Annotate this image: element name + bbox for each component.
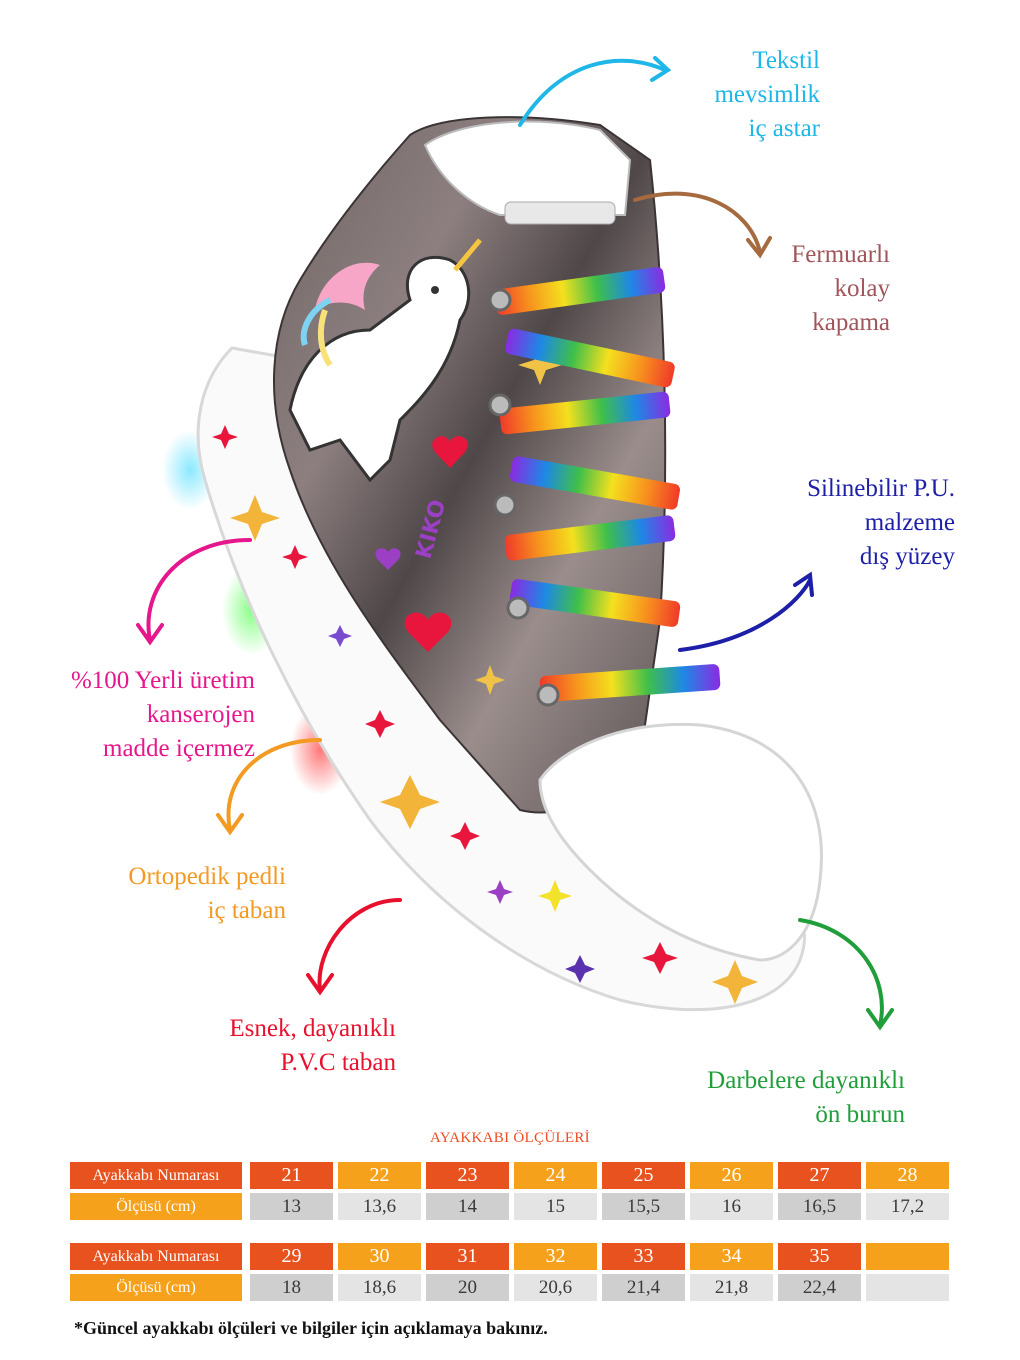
zipper-tab <box>504 201 616 225</box>
length-cell: 17,2 <box>866 1193 949 1220</box>
length-cell: 20 <box>426 1274 509 1301</box>
size-cell: 27 <box>778 1162 861 1189</box>
size-cell: 34 <box>690 1243 773 1270</box>
size-chart-title: AYAKKABI ÖLÇÜLERİ <box>430 1130 590 1146</box>
length-row-label: Ölçüsü (cm) <box>70 1274 242 1301</box>
length-cell <box>866 1274 949 1301</box>
laces <box>494 267 721 702</box>
length-cell: 15 <box>514 1193 597 1220</box>
callout-toe-line-1: Darbelere dayanıklı <box>707 1067 905 1094</box>
size-cell: 33 <box>602 1243 685 1270</box>
size-cell: 35 <box>778 1243 861 1270</box>
eyelets <box>488 288 560 707</box>
unicorn-graphic <box>288 238 482 483</box>
callout-insole: Ortopedik pedli iç taban <box>60 860 286 928</box>
sole-stars <box>212 425 758 1004</box>
size-cell: 25 <box>602 1162 685 1189</box>
callout-lining-line-2: mevsimlik <box>714 81 820 108</box>
callout-lining-line-1: Tekstil <box>752 47 820 74</box>
size-cell: 23 <box>426 1162 509 1189</box>
length-cell: 20,6 <box>514 1274 597 1301</box>
size-cell <box>866 1243 949 1270</box>
length-cell: 16,5 <box>778 1193 861 1220</box>
callout-toe-line-2: ön burun <box>815 1101 905 1128</box>
length-cell: 18 <box>250 1274 333 1301</box>
callout-zipper-line-3: kapama <box>812 309 890 336</box>
length-row-label: Ölçüsü (cm) <box>70 1193 242 1220</box>
size-row-label: Ayakkabı Numarası <box>70 1243 242 1270</box>
callout-zipper-line-1: Fermuarlı <box>791 241 890 268</box>
size-cell: 28 <box>866 1162 949 1189</box>
callout-sole-line-2: P.V.C taban <box>280 1049 396 1076</box>
size-cell: 21 <box>250 1162 333 1189</box>
length-cell: 16 <box>690 1193 773 1220</box>
size-cell: 32 <box>514 1243 597 1270</box>
callout-local-line-2: kanserojen <box>146 701 255 728</box>
footnote: *Güncel ayakkabı ölçüleri ve bilgiler iç… <box>74 1318 548 1338</box>
length-cell: 22,4 <box>778 1274 861 1301</box>
size-row-label: Ayakkabı Numarası <box>70 1162 242 1189</box>
size-cell: 31 <box>426 1243 509 1270</box>
callout-toe: Darbelere dayanıklı ön burun <box>660 1064 905 1132</box>
size-cell: 29 <box>250 1243 333 1270</box>
callout-surface-line-1: Silinebilir P.U. <box>807 475 955 502</box>
callout-sole: Esnek, dayanıklı P.V.C taban <box>180 1012 396 1080</box>
length-cell: 18,6 <box>338 1274 421 1301</box>
callout-local-line-3: madde içermez <box>103 735 255 762</box>
callout-surface-line-3: dış yüzey <box>859 543 955 570</box>
length-cell: 15,5 <box>602 1193 685 1220</box>
callout-lining-line-3: iç astar <box>748 115 820 142</box>
size-cell: 24 <box>514 1162 597 1189</box>
callout-sole-line-1: Esnek, dayanıklı <box>229 1015 396 1042</box>
length-cell: 21,8 <box>690 1274 773 1301</box>
length-cell: 13 <box>250 1193 333 1220</box>
callout-local: %100 Yerli üretim kanserojen madde içerm… <box>30 664 255 766</box>
length-cell: 14 <box>426 1193 509 1220</box>
sneaker-illustration: KIKO <box>136 56 894 1031</box>
callout-zipper: Fermuarlı kolay kapama <box>700 238 890 340</box>
size-cell: 30 <box>338 1243 421 1270</box>
size-cell: 22 <box>338 1162 421 1189</box>
length-cell: 13,6 <box>338 1193 421 1220</box>
length-cell: 21,4 <box>602 1274 685 1301</box>
size-cell: 26 <box>690 1162 773 1189</box>
callout-zipper-line-2: kolay <box>834 275 890 302</box>
callout-insole-line-1: Ortopedik pedli <box>128 863 286 890</box>
callout-surface-line-2: malzeme <box>864 509 955 536</box>
callout-lining: Tekstil mevsimlik iç astar <box>640 44 820 146</box>
callout-local-line-1: %100 Yerli üretim <box>70 667 255 694</box>
upper-decor <box>375 345 562 695</box>
callout-insole-line-2: iç taban <box>207 897 286 924</box>
callout-arrows <box>136 56 894 1031</box>
callout-surface: Silinebilir P.U. malzeme dış yüzey <box>720 472 955 574</box>
